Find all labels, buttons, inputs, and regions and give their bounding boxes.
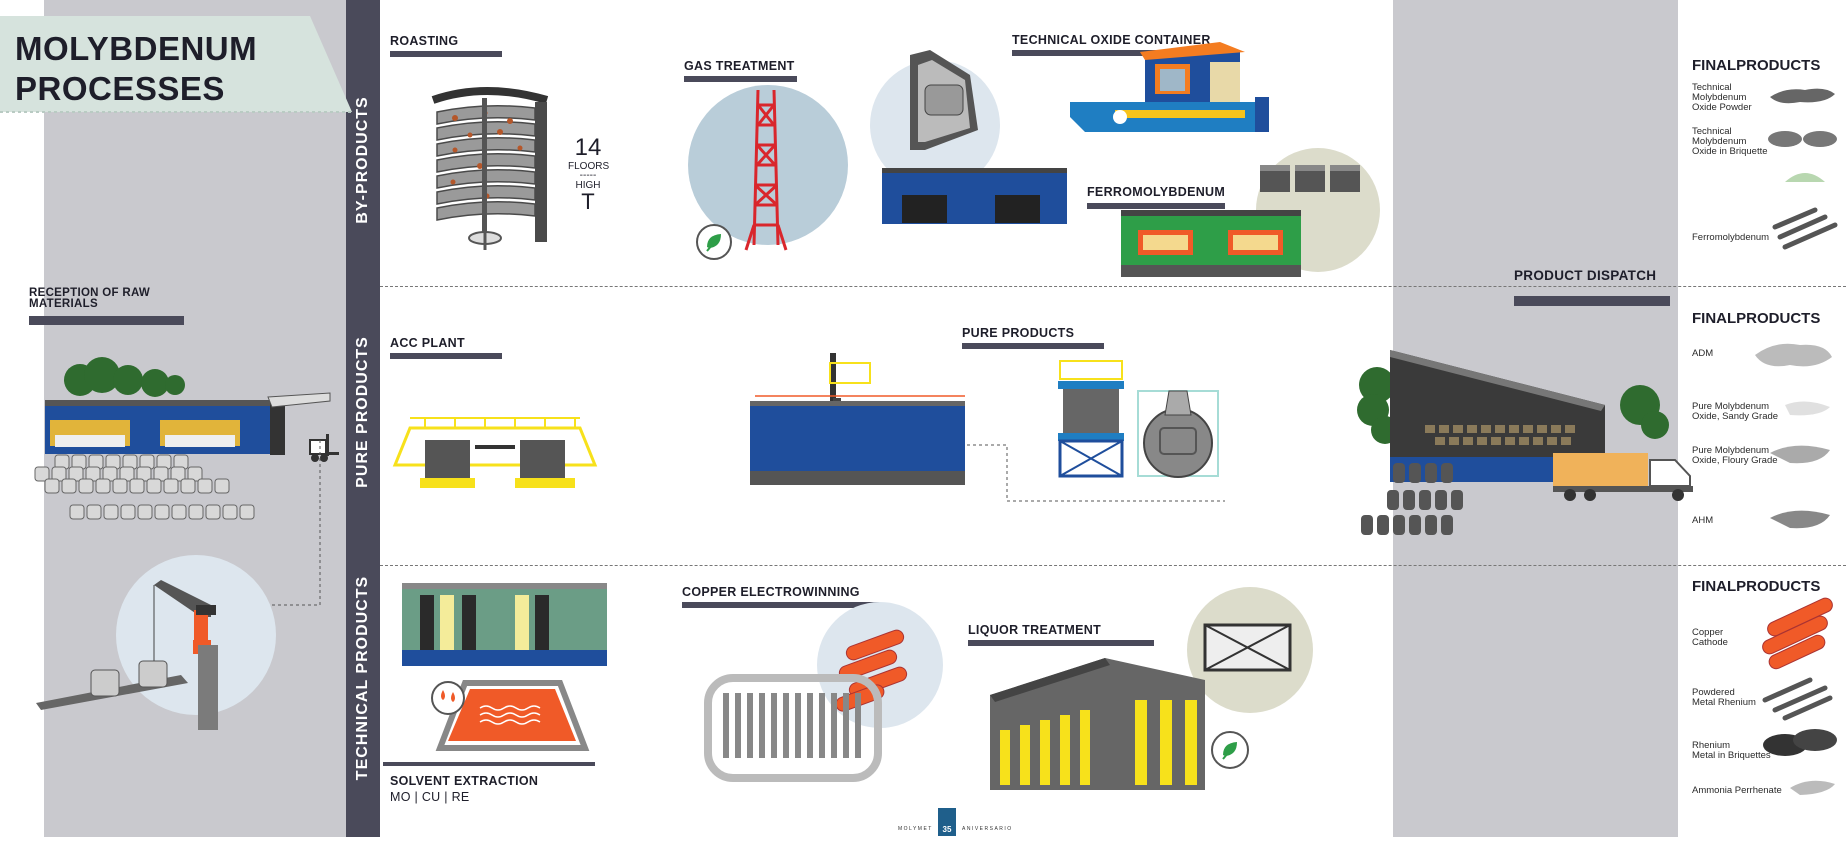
water-drops-icon <box>431 681 465 715</box>
final-product-text: Ferromolybdenum <box>1692 232 1770 243</box>
final-product-item: Pure Molybdenum Oxide, Floury Grade <box>1692 446 1778 466</box>
final-product-text: ADM <box>1692 348 1714 359</box>
floors-text: FLOORS <box>568 161 610 172</box>
final-products-heading: FINALPRODUCTS <box>1692 578 1821 595</box>
technical-oxide-underline <box>1012 50 1187 56</box>
final-product-text: Molybdenum <box>1692 92 1747 103</box>
final-product-text: Molybdenum <box>1692 136 1747 147</box>
final-products-heading: FINALPRODUCTS <box>1692 310 1821 327</box>
final-product-item: AHM <box>1692 516 1713 526</box>
final-product-text: AHM <box>1692 515 1714 526</box>
liquor-treatment-label: LIQUOR TREATMENT <box>968 623 1102 637</box>
ferromolybdenum-underline <box>1087 203 1225 209</box>
final-products-swatches <box>1762 597 1837 795</box>
high-unit: T <box>581 189 595 214</box>
final-product-item: Rhenium Metal in Briquettes <box>1692 741 1771 761</box>
truck-icon <box>1553 453 1693 501</box>
gas-treatment-label: GAS TREATMENT <box>684 59 795 73</box>
reception-warehouse-illustration <box>34 357 331 520</box>
pure-products-underline <box>962 343 1104 349</box>
oxide-container-illustration <box>1070 42 1269 132</box>
final-product-text: Powdered <box>1692 687 1735 698</box>
gas-treatment-underline <box>684 76 797 82</box>
final-product-text: Pure Molybdenum <box>1692 401 1770 412</box>
page-title-line1: MOLYBDENUM <box>15 30 258 67</box>
roasting-label: ROASTING <box>390 34 459 48</box>
dispatch-warehouse-illustration <box>1357 350 1669 535</box>
solvent-extraction-illustration <box>402 583 607 751</box>
solvent-extraction-sub: MO | CU | RE <box>390 790 470 804</box>
row-label-technical-products: TECHNICAL PRODUCTS <box>354 575 371 781</box>
final-product-item: Technical Molybdenum Oxide in Briquette <box>1692 127 1768 157</box>
reception-label-line2: MATERIALS <box>29 298 98 310</box>
leaf-icon <box>1211 731 1249 769</box>
roasting-dimensions: 14 FLOORS ----- HIGH T <box>568 134 610 214</box>
high-text: HIGH <box>575 180 601 191</box>
reception-label: RECEPTION OF RAW MATERIALS <box>29 287 151 310</box>
acc-plant-underline <box>390 353 502 359</box>
final-product-text: Pure Molybdenum <box>1692 445 1770 456</box>
final-product-text: Metal Rhenium <box>1692 697 1756 708</box>
dimension-separator: ----- <box>579 170 597 181</box>
product-dispatch-underline <box>1514 296 1670 306</box>
final-product-item: Technical Molybdenum Oxide Powder <box>1692 83 1752 113</box>
final-product-text: Technical <box>1692 82 1732 93</box>
pure-products-label: PURE PRODUCTS <box>962 326 1075 340</box>
final-products-heading: FINALPRODUCTS <box>1692 57 1821 74</box>
roasting-furnace-illustration <box>431 87 549 250</box>
forklift-icon <box>309 434 339 462</box>
final-product-text: Cathode <box>1692 637 1728 648</box>
acc-plant-label: ACC PLANT <box>390 336 465 350</box>
liquor-treatment-underline <box>968 640 1154 646</box>
page-title-line2: PROCESSES <box>15 70 225 107</box>
reception-label-line1: RECEPTION OF RAW <box>29 287 151 299</box>
final-product-item: Powdered Metal Rhenium <box>1692 688 1756 708</box>
final-product-text: Oxide in Briquette <box>1692 146 1768 157</box>
excavator-illustration <box>36 555 276 730</box>
footer-brand: MOLYMET <box>898 826 933 832</box>
final-product-text: Rhenium <box>1692 740 1731 751</box>
row-label-pure-products: PURE PRODUCTS <box>354 336 371 488</box>
final-product-text: Oxide, Floury Grade <box>1692 455 1778 466</box>
final-products-swatches <box>1768 88 1838 250</box>
acc-plant-illustration <box>392 417 598 488</box>
product-dispatch-label: PRODUCT DISPATCH <box>1514 268 1657 283</box>
final-product-text: Ammonia Perrhenate <box>1692 785 1782 796</box>
liquor-treatment-illustration <box>990 587 1313 790</box>
final-product-text: Metal in Briquettes <box>1692 750 1771 761</box>
final-product-text: Oxide Powder <box>1692 102 1752 113</box>
row-label-bar <box>346 0 380 837</box>
page-title: MOLYBDENUM PROCESSES <box>15 29 257 109</box>
leaching-illustration <box>870 50 1067 224</box>
final-product-item: ADM <box>1692 349 1713 359</box>
footer-logo: 35 <box>938 808 956 836</box>
roasting-underline <box>390 51 502 57</box>
reception-underline <box>29 316 184 325</box>
row-divider <box>380 565 1846 566</box>
final-product-item: Ammonia Perrhenate <box>1692 786 1782 796</box>
title-banner <box>0 16 352 113</box>
leaf-icon <box>696 224 732 260</box>
copper-electrowinning-label: COPPER ELECTROWINNING <box>682 585 860 599</box>
final-product-text: Copper <box>1692 627 1724 638</box>
ferromolybdenum-illustration <box>1121 148 1380 277</box>
gas-tower-illustration <box>688 85 848 251</box>
final-product-item: Copper Cathode <box>1692 628 1728 648</box>
floors-number: 14 <box>574 134 602 161</box>
row-label-by-products: BY-PRODUCTS <box>354 96 371 224</box>
footer-tagline: ANIVERSARIO <box>962 826 1013 832</box>
copper-electrowinning-illustration <box>704 602 943 782</box>
ferromolybdenum-label: FERROMOLYBDENUM <box>1087 185 1226 199</box>
pure-products-plant-illustration <box>750 353 1225 502</box>
solvent-extraction-underline <box>383 762 595 766</box>
solvent-extraction-label: SOLVENT EXTRACTION <box>390 774 539 788</box>
final-product-text: Technical <box>1692 126 1732 137</box>
final-product-text: Oxide, Sandy Grade <box>1692 411 1779 422</box>
row-divider <box>380 286 1846 287</box>
technical-oxide-container-label: TECHNICAL OXIDE CONTAINER <box>1012 33 1211 47</box>
final-products-swatches <box>1755 343 1832 529</box>
final-product-item: Pure Molybdenum Oxide, Sandy Grade <box>1692 402 1778 422</box>
final-product-item: Ferromolybdenum <box>1692 233 1769 243</box>
copper-electrowinning-underline <box>682 602 880 608</box>
